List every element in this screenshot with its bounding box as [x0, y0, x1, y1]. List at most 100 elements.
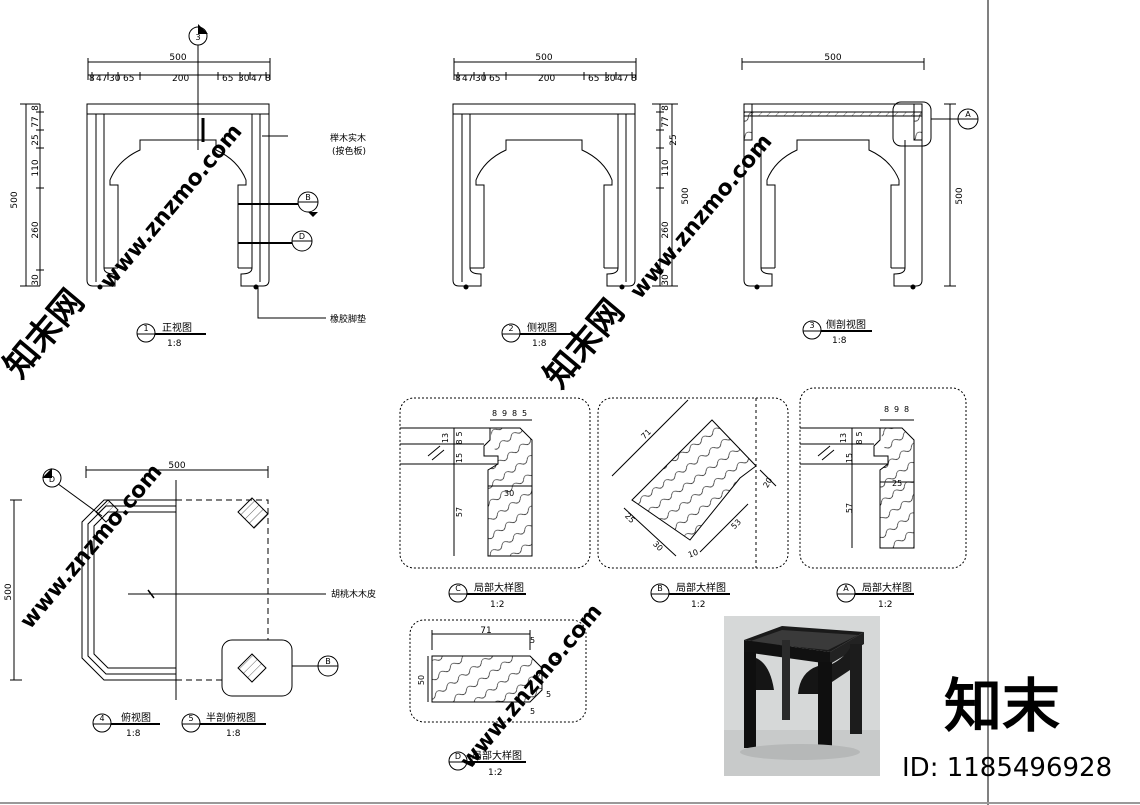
front-dim-8a: 8: [89, 74, 95, 84]
side-dim-v25: 25: [669, 134, 679, 145]
detail-d: [409, 619, 587, 723]
title-half-plan-num: 5: [188, 714, 193, 723]
title-detail-c: C 局部大样图 1:2: [448, 581, 526, 610]
section-callout-3-label: 3: [195, 33, 200, 42]
front-dim-v260: 260: [31, 221, 41, 238]
title-half-plan-name: 半剖俯视图: [206, 711, 256, 724]
front-dim-65b: 65: [222, 74, 233, 84]
d-dim-50: 50: [417, 675, 426, 685]
c-dim-57: 57: [455, 507, 464, 517]
title-detail-d-num: D: [455, 752, 461, 761]
title-front-num: 1: [143, 324, 148, 333]
detail-c-text: 8 9 8 5 13 5 8 15 57 30: [441, 409, 527, 517]
section-dim-500: 500: [824, 53, 841, 63]
title-front-name: 正视图: [162, 321, 192, 334]
callout-d-plan[interactable]: D: [42, 468, 62, 488]
front-dim-v25: 25: [31, 134, 41, 145]
title-side-num: 2: [508, 324, 513, 333]
detail-b-text: 71 20 53 25 30 10: [623, 427, 774, 559]
front-dim-30a: 30: [109, 74, 121, 84]
title-plan-scale: 1:8: [126, 729, 141, 739]
title-half-plan-view: 5 半剖俯视图 1:8: [181, 711, 266, 739]
title-section-view: 3 侧剖视图 1:8: [802, 318, 872, 346]
front-view-text: 500 8 47 30 65 200 65 30 47 8 500 8 77 2…: [10, 53, 366, 325]
c-dim-30: 30: [504, 489, 514, 498]
title-detail-c-num: C: [455, 584, 461, 593]
section-dim-500v: 500: [955, 187, 965, 204]
title-plan-num: 4: [99, 714, 104, 723]
side-dim-v77: 77: [661, 116, 671, 127]
callout-b-front-label: B: [305, 193, 311, 202]
callout-b-front[interactable]: B: [297, 191, 319, 217]
side-dim-v8: 8: [661, 105, 671, 111]
front-dim-v8: 8: [31, 105, 41, 111]
side-dim-v110: 110: [661, 159, 671, 176]
title-detail-a-scale: 1:2: [878, 600, 892, 610]
section-view-text: 500 500: [824, 53, 965, 205]
d-dim-5a: 5: [530, 636, 535, 645]
side-dim-500v: 500: [681, 187, 691, 204]
side-dim-30b: 30: [604, 74, 616, 84]
title-detail-b: B 局部大样图 1:2: [650, 581, 730, 610]
front-dim-47a: 47: [96, 74, 107, 84]
rubber-pad-note: 橡胶脚垫: [330, 313, 366, 325]
title-detail-c-name: 局部大样图: [474, 581, 524, 594]
front-dim-200: 200: [172, 74, 189, 84]
side-dim-8b: 8: [631, 74, 637, 84]
title-detail-a: A 局部大样图 1:2: [836, 581, 914, 610]
detail-d-text: 71 50 5 5 5 5: [417, 626, 560, 716]
watermark-id: ID: 1185496928: [902, 753, 1112, 783]
title-detail-d-name: 局部大样图: [472, 749, 522, 762]
title-side-name: 侧视图: [527, 321, 557, 334]
callout-d-front[interactable]: D: [291, 230, 313, 252]
callout-a-section[interactable]: A: [957, 108, 979, 130]
a-dim-8b: 8: [904, 405, 909, 414]
a-dim-15: 15: [845, 453, 854, 463]
side-dim-v30: 30: [661, 274, 671, 286]
front-dim-500: 500: [169, 53, 186, 63]
front-dim-30b: 30: [238, 74, 250, 84]
d-dim-71: 71: [480, 626, 491, 636]
title-half-plan-scale: 1:8: [226, 729, 241, 739]
callout-d-front-label: D: [299, 232, 305, 241]
front-dim-v77: 77: [31, 116, 41, 127]
title-detail-b-num: B: [657, 584, 663, 593]
title-section-scale: 1:8: [832, 336, 847, 346]
title-side-view: 2 侧视图 1:8: [501, 321, 571, 349]
detail-a: [799, 387, 967, 569]
b-dim-10: 10: [687, 548, 700, 560]
side-dim-47b: 47: [617, 74, 628, 84]
section-callout-3[interactable]: 3: [188, 24, 208, 46]
title-plan-name: 俯视图: [121, 711, 151, 724]
callout-b-plan[interactable]: B: [317, 655, 339, 677]
detail-a-text: 8 9 8 13 5 8 15 57 25: [839, 405, 909, 513]
front-dim-v110: 110: [31, 159, 41, 176]
b-dim-20: 20: [761, 476, 774, 489]
a-dim-57: 57: [845, 503, 854, 513]
side-dim-65b: 65: [588, 74, 599, 84]
side-dim-65a: 65: [489, 74, 500, 84]
title-plan-view: 4 俯视图 1:8: [92, 711, 160, 739]
walnut-veneer-note: 胡桃木木皮: [331, 588, 376, 600]
front-dim-8b: 8: [265, 74, 271, 84]
a-dim-9: 9: [894, 405, 899, 414]
d-dim-5c: 5: [546, 690, 551, 699]
side-view: [452, 58, 678, 290]
c-dim-8l: 8: [455, 439, 464, 444]
title-detail-d: D 局部大样图 1:2: [448, 749, 526, 778]
front-view: [20, 36, 326, 319]
plan-dim-500: 500: [168, 461, 185, 471]
title-section-name: 侧剖视图: [826, 318, 866, 331]
d-dim-5b: 5: [555, 654, 560, 663]
plan-view-text: 500 500 胡桃木木皮: [4, 461, 376, 601]
wood-note-line2: (按色板): [332, 145, 366, 157]
callout-a-label: A: [965, 110, 971, 119]
a-dim-5l: 5: [855, 431, 864, 436]
d-dim-5d: 5: [530, 707, 535, 716]
title-detail-d-scale: 1:2: [488, 768, 502, 778]
front-dim-65a: 65: [123, 74, 134, 84]
side-dim-v260: 260: [661, 221, 671, 238]
front-dim-47b: 47: [251, 74, 262, 84]
side-dim-30a: 30: [475, 74, 487, 84]
c-dim-5: 5: [522, 409, 527, 418]
